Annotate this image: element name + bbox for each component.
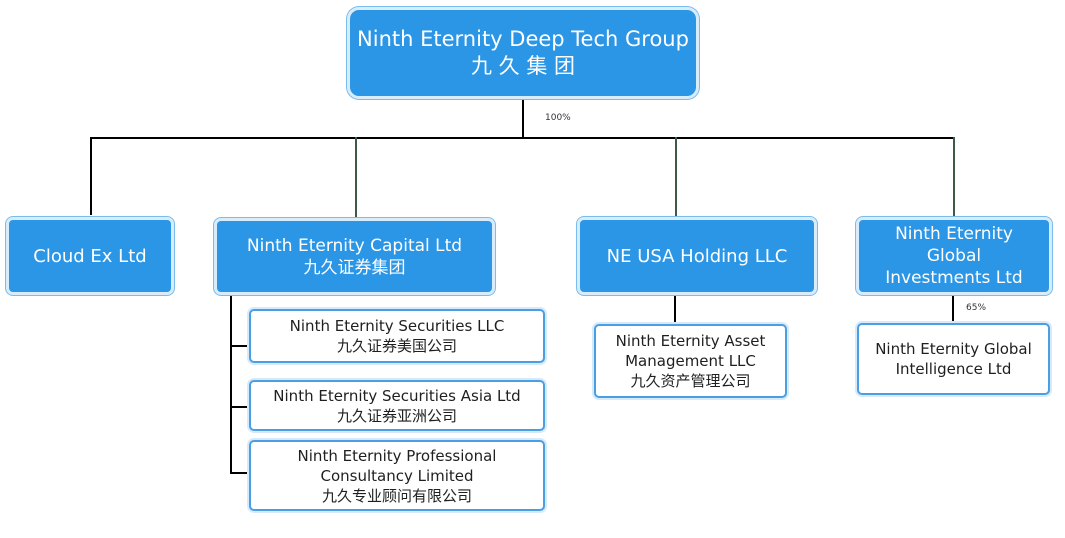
subsidiary-name-line: Ninth Eternity xyxy=(895,224,1013,244)
usa-child-line xyxy=(674,293,676,324)
child-name-line: Consultancy Limited xyxy=(320,466,474,485)
capital-child-consultancy: Ninth Eternity Professional Consultancy … xyxy=(249,440,545,511)
subsidiary-ne-usa: NE USA Holding LLC xyxy=(577,217,817,295)
root-node: Ninth Eternity Deep Tech Group 九 久 集 团 xyxy=(347,7,699,99)
child-name-line: Ninth Eternity Professional xyxy=(297,446,497,465)
child-name: Ninth Eternity Securities LLC xyxy=(289,317,505,335)
capital-branch-1 xyxy=(230,345,250,347)
global-child-line xyxy=(952,293,954,323)
subsidiary-name: NE USA Holding LLC xyxy=(606,245,788,267)
capital-drop-line xyxy=(355,137,357,217)
root-ownership-label: 100% xyxy=(545,113,571,123)
usa-drop-line xyxy=(675,137,677,217)
subsidiary-name-line: Investments Ltd xyxy=(885,268,1023,288)
root-stem-line xyxy=(522,97,524,139)
child-cn-name: 九久专业顾问有限公司 xyxy=(321,486,472,505)
subsidiary-global-investments: Ninth Eternity Global Investments Ltd xyxy=(856,217,1052,295)
child-name-line: Intelligence Ltd xyxy=(895,360,1012,378)
subsidiary-name: Ninth Eternity Capital Ltd xyxy=(246,235,463,256)
usa-child-asset-management: Ninth Eternity Asset Management LLC 九久资产… xyxy=(594,324,787,398)
global-ownership-label: 65% xyxy=(966,303,987,313)
subsidiary-name: Cloud Ex Ltd xyxy=(33,245,147,267)
capital-child-securities-asia: Ninth Eternity Securities Asia Ltd 九久证券亚… xyxy=(249,380,545,431)
child-name-line: Management LLC xyxy=(625,352,756,370)
child-cn-name: 九久证券亚洲公司 xyxy=(336,406,457,425)
capital-branch-2 xyxy=(230,406,250,408)
root-name: Ninth Eternity Deep Tech Group xyxy=(357,27,689,51)
root-cn-name: 九 久 集 团 xyxy=(470,54,576,78)
subsidiary-cloud-ex: Cloud Ex Ltd xyxy=(6,217,174,295)
child-name-line: Ninth Eternity Global xyxy=(875,340,1032,358)
tier1-horizontal-line xyxy=(90,137,955,139)
subsidiary-capital: Ninth Eternity Capital Ltd 九久证券集团 xyxy=(214,218,495,295)
subsidiary-name-line: Global xyxy=(926,246,982,266)
child-cn-name: 九久证券美国公司 xyxy=(336,337,457,355)
child-name-line: Ninth Eternity Asset xyxy=(615,332,766,350)
capital-branch-3 xyxy=(230,472,250,474)
child-cn-name: 九久资产管理公司 xyxy=(630,372,751,390)
global-drop-line xyxy=(953,137,955,217)
subsidiary-cn-name: 九久证券集团 xyxy=(303,257,406,278)
child-name: Ninth Eternity Securities Asia Ltd xyxy=(273,386,521,405)
global-child-intelligence: Ninth Eternity Global Intelligence Ltd xyxy=(857,323,1050,395)
capital-child-securities-llc: Ninth Eternity Securities LLC 九久证券美国公司 xyxy=(249,309,545,363)
cloudex-drop-line xyxy=(90,137,92,215)
capital-vertical-line xyxy=(230,296,232,474)
